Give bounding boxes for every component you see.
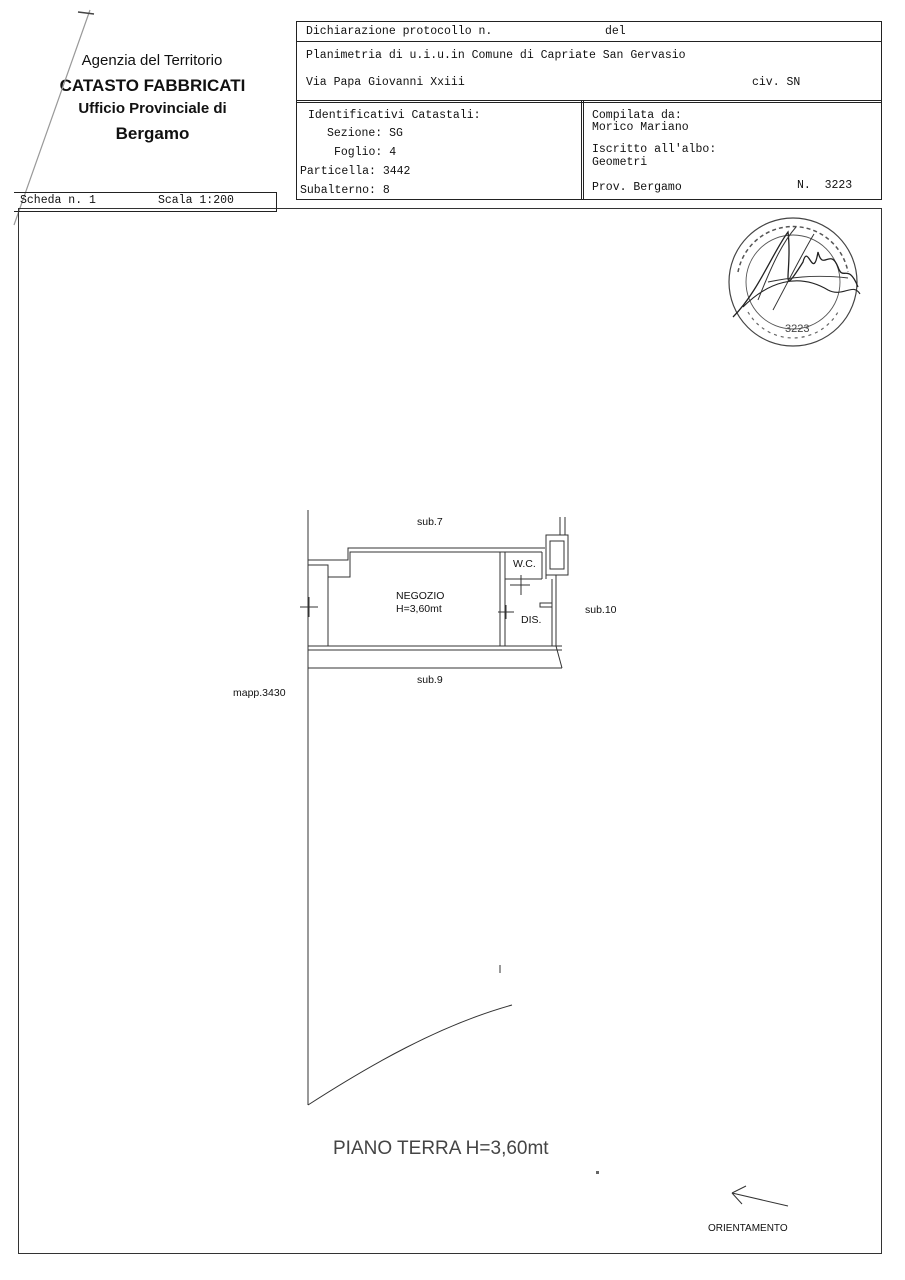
orientation-label: ORIENTAMENTO: [708, 1223, 788, 1234]
room-height-label: H=3,60mt: [396, 603, 442, 615]
protocol-del-label: del: [605, 25, 626, 38]
sub-top-label: sub.7: [417, 516, 443, 528]
identificativi-title: Identificativi Catastali:: [308, 109, 481, 122]
albo-label: Geometri: [592, 156, 648, 169]
dis-label: DIS.: [521, 614, 542, 626]
prov-label: Prov. Bergamo: [592, 181, 682, 194]
sub-right-label: sub.10: [585, 604, 617, 616]
scan-speck: [596, 1171, 599, 1174]
particella-field: Particella: 3442: [300, 165, 411, 178]
identificativi-box: Identificativi Catastali: Sezione: SG Fo…: [296, 100, 584, 200]
compilata-title: Compilata da:: [592, 109, 682, 122]
scan-edge-line: [13, 9, 95, 226]
foglio-field: Foglio: 4: [334, 146, 397, 159]
iscritto-label: Iscritto all'albo:: [592, 143, 717, 156]
scheda-box: Scheda n. 1 Scala 1:200: [14, 192, 277, 212]
scheda-number: Scheda n. 1: [20, 194, 96, 207]
mapp-label: mapp.3430: [233, 687, 286, 699]
address-label: Via Papa Giovanni Xxiii: [306, 76, 465, 89]
floor-plan: [300, 510, 569, 1106]
room-name-label: NEGOZIO: [396, 590, 445, 602]
scheda-scale: Scala 1:200: [158, 194, 234, 207]
subalterno-field: Subalterno: 8: [300, 184, 390, 197]
stamp-number: 3223: [785, 323, 809, 335]
wc-label: W.C.: [513, 558, 536, 570]
agency-name: Agenzia del Territorio: [81, 52, 223, 69]
declaration-box: Dichiarazione protocollo n. del Planimet…: [296, 21, 882, 103]
orientation-arrow-icon: [731, 1185, 789, 1207]
floor-title: PIANO TERRA H=3,60mt: [333, 1138, 549, 1159]
albo-number: N. 3223: [797, 179, 853, 192]
compilata-box: Compilata da: Morico Mariano Iscritto al…: [581, 100, 882, 200]
office-label: Ufficio Provinciale di: [78, 100, 227, 117]
scan-speck: [499, 965, 501, 973]
compilata-name: Morico Mariano: [592, 121, 689, 134]
planimetria-label: Planimetria di u.i.u.in Comune di Capria…: [306, 49, 686, 62]
protocol-label: Dichiarazione protocollo n.: [306, 25, 493, 38]
drawing-frame: [18, 208, 882, 1254]
sezione-field: Sezione: SG: [327, 127, 403, 140]
department-title: CATASTO FABBRICATI: [59, 76, 246, 95]
civic-label: civ. SN: [752, 76, 801, 89]
sub-bottom-label: sub.9: [417, 674, 443, 686]
professional-stamp: 3223: [728, 217, 861, 347]
province-label: Bergamo: [115, 124, 190, 143]
